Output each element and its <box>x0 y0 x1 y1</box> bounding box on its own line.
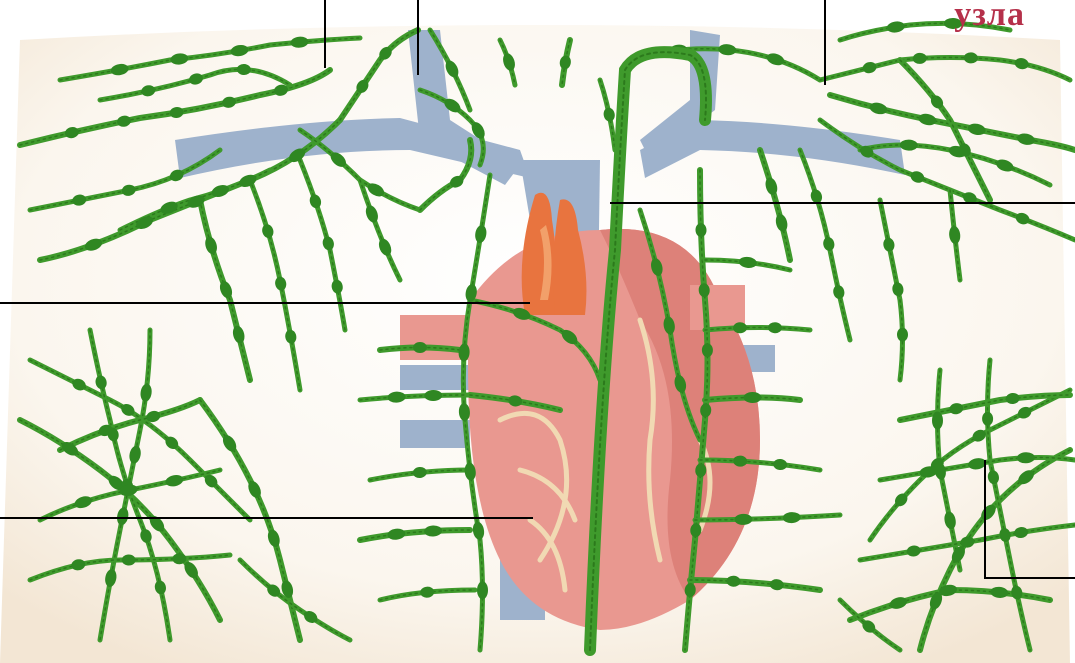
lymph-node <box>932 411 943 429</box>
intercostal-vein-left-1 <box>400 365 470 390</box>
lymph-node <box>413 342 427 353</box>
corner-label: узла <box>954 0 1025 32</box>
lymph-node <box>477 581 488 599</box>
intercostal-vein-left-2 <box>400 420 470 448</box>
lymph-node <box>122 554 136 565</box>
